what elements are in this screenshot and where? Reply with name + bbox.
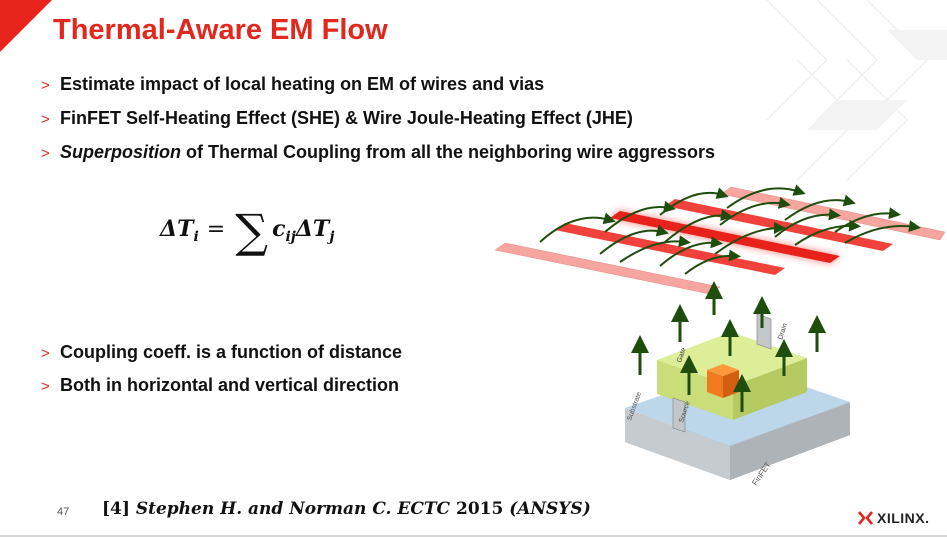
bullet-text: of Thermal Coupling from all the neighbo…: [181, 142, 716, 162]
formula-coef-sub: ij: [285, 229, 296, 245]
source-contact: [672, 397, 686, 433]
xilinx-mark-icon: [858, 511, 873, 525]
formula-lhs: ΔT: [160, 216, 194, 242]
victim-wire: [610, 211, 840, 263]
thermal-coupling-formula: ΔTi=∑cijΔTj: [160, 204, 334, 258]
hotspot-top: [707, 364, 739, 376]
logo-text: XILINX.: [877, 510, 930, 526]
formula-rhs-sub: j: [329, 229, 335, 245]
bullet-self-heating: > FinFET Self-Heating Effect (SHE) & Wire…: [41, 108, 633, 129]
substrate-right-face: [730, 402, 850, 480]
wire-array: [495, 186, 945, 295]
gate-front: [657, 360, 733, 420]
gate-side: [733, 358, 807, 420]
background-decoration: [766, 0, 947, 180]
finfet-device: Gate Drain Source Substrate FinFET: [625, 313, 850, 487]
bullet-superposition: > Superposition of Thermal Coupling from …: [41, 142, 715, 163]
bullet-text: Coupling coeff. is a function of distanc…: [60, 342, 403, 362]
citation: [4] Stephen H. and Norman C. ECTC 2015 (…: [102, 499, 591, 519]
heat-arrows: [631, 281, 826, 412]
bullet-marker: >: [41, 345, 50, 362]
formula-coef: c: [272, 216, 286, 242]
citation-org: (ANSYS): [509, 499, 591, 519]
wire-left-inner: [555, 223, 785, 275]
coupling-arrows: [539, 184, 921, 275]
formula-sum: ∑: [235, 204, 269, 258]
page-number: 47: [57, 506, 70, 518]
drain-label: Drain: [777, 322, 789, 340]
bullet-marker: >: [41, 378, 50, 395]
bullet-text: Both in horizontal and vertical directio…: [60, 375, 400, 395]
xilinx-logo: XILINX.: [858, 510, 930, 526]
formula-rhs: ΔT: [295, 216, 330, 242]
substrate-left-face: [625, 408, 730, 480]
citation-authors: Stephen H. and Norman C. ECTC: [135, 499, 451, 519]
bullet-marker: >: [41, 111, 50, 128]
bullet-marker: >: [41, 77, 50, 94]
bullet-estimate-impact: > Estimate impact of local heating on EM …: [41, 74, 544, 95]
thermal-coupling-figure: Gate Drain Source Substrate FinFET: [495, 184, 945, 487]
bullet-emphasis: Superposition: [60, 142, 181, 162]
bullet-marker: >: [41, 145, 50, 162]
bullet-direction: > Both in horizontal and vertical directi…: [41, 375, 399, 396]
bottom-divider: [0, 535, 947, 537]
citation-ref: [4]: [102, 499, 130, 519]
slide-title: Thermal-Aware EM Flow: [53, 14, 388, 46]
bullet-text: FinFET Self-Heating Effect (SHE) & Wire …: [60, 108, 633, 128]
citation-year: 2015: [455, 499, 504, 519]
formula-equals: =: [206, 217, 226, 242]
bullet-text: Estimate impact of local heating on EM o…: [60, 74, 545, 94]
drain-contact: [756, 313, 772, 350]
formula-lhs-sub: i: [193, 229, 199, 245]
corner-accent: [0, 0, 52, 52]
bullet-coupling-coeff: > Coupling coeff. is a function of distan…: [41, 342, 402, 363]
hotspot-front: [707, 370, 723, 398]
